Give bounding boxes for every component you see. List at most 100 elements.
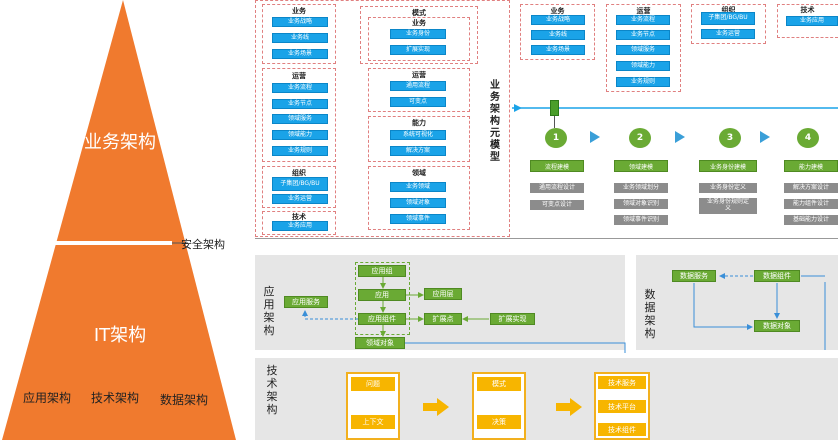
tr-node: 业务节点	[616, 30, 670, 40]
meta-col1-group-operations	[262, 68, 336, 162]
meta-node: 业务流程	[272, 83, 328, 93]
meta-node: 业务规则	[272, 146, 328, 156]
step-head-2: 领域建模	[614, 160, 668, 172]
meta-model-vertical-title: 业务架构元模型	[490, 80, 500, 163]
tech-problem-node: 问题	[351, 377, 395, 391]
meta-node: 业务线	[272, 33, 328, 43]
data-arch-title: 数据架构	[644, 288, 656, 340]
meta-node: 领域事件	[390, 214, 446, 224]
meta-col2-operations-title: 运营	[412, 71, 426, 79]
step-item: 业务身份规则定义	[699, 198, 757, 214]
meta-node: 业务节点	[272, 99, 328, 109]
meta-node: 业务应用	[272, 221, 328, 231]
meta-node: 业务运营	[272, 194, 328, 204]
tr-group-operations	[606, 4, 681, 92]
tech-arrow-2	[556, 398, 582, 420]
step-item: 基础能力设计	[784, 215, 838, 225]
tech-output-node: 技术组件	[598, 423, 646, 436]
meta-node: 领域能力	[272, 130, 328, 140]
meta-col2-group-domain	[368, 166, 470, 230]
tech-arch-panel	[255, 358, 838, 440]
tr-node: 业务线	[531, 30, 585, 40]
step-item: 能力组件设计	[784, 199, 838, 209]
app-node: 应用	[358, 289, 406, 301]
meta-col1-group-org	[262, 166, 336, 208]
meta-col1-group-business	[262, 4, 336, 64]
steps-connector-stem	[554, 116, 555, 128]
pyramid-tech-arch-label: 技术架构	[90, 390, 139, 405]
step-item: 通用流程设计	[530, 183, 584, 193]
steps-connector-marker	[550, 100, 559, 116]
meta-node: 领域服务	[272, 114, 328, 124]
meta-col2-group-capability	[368, 116, 470, 162]
meta-col1-org-title: 组织	[292, 169, 306, 177]
app-group-node: 应用组	[358, 265, 406, 277]
step-item: 解决方案设计	[784, 183, 838, 193]
pyramid-data-arch-label: 数据架构	[159, 392, 208, 407]
meta-col2-group-operations	[368, 68, 470, 112]
meta-node: 系统可视化	[390, 130, 446, 140]
steps-connector	[512, 104, 838, 143]
step-item: 领域事件识别	[614, 215, 668, 225]
tr-node: 领域能力	[616, 61, 670, 71]
app-arch-connectors	[302, 277, 626, 353]
data-arch-connectors	[693, 273, 826, 350]
step-item: 可变点设计	[530, 200, 584, 210]
tr-operations-title: 运营	[636, 7, 651, 15]
step-item: 业务身份定义	[699, 183, 757, 193]
meta-col1-business-title: 业务	[292, 7, 306, 15]
step-circle-3: 3	[719, 128, 741, 148]
tr-node: 业务场景	[531, 45, 585, 55]
meta-col1-operations-title: 运营	[292, 72, 306, 80]
meta-node: 通用流程	[390, 81, 446, 91]
ext-impl-node: 扩展实现	[490, 313, 535, 325]
tr-node: 子集团/BG/BU	[701, 12, 755, 25]
tr-group-org	[691, 4, 766, 44]
meta-model-panel	[255, 0, 510, 237]
meta-col2-subgroup-business	[368, 17, 470, 61]
pyramid: 业务架构 IT架构 应用架构 技术架构 数据架构	[0, 0, 240, 440]
meta-node: 业务身份	[390, 29, 446, 39]
step-head-4: 能力建模	[784, 160, 838, 172]
tr-node: 业务运营	[701, 29, 755, 39]
tr-node: 领域服务	[616, 45, 670, 55]
step-item: 业务领域划分	[614, 183, 668, 193]
pyramid-app-arch-label: 应用架构	[22, 390, 71, 405]
tr-group-business	[520, 4, 595, 60]
security-arch-label: 安全架构	[181, 238, 225, 251]
step-item: 领域对象识别	[614, 199, 668, 209]
meta-col2-domain-title: 领域	[412, 169, 426, 177]
step-circle-1: 1	[545, 128, 567, 148]
meta-node: 扩展实现	[390, 45, 446, 55]
meta-node: 可变点	[390, 97, 446, 107]
meta-col1-group-tech	[262, 211, 336, 235]
tech-arrow-1	[423, 398, 449, 420]
tech-output-node: 技术平台	[598, 400, 646, 413]
domain-object-node: 领域对象	[355, 337, 405, 349]
pyramid-shape	[2, 0, 236, 440]
step-circle-4: 4	[797, 128, 819, 148]
tr-business-title: 业务	[550, 7, 565, 15]
meta-col2-capability-title: 能力	[412, 119, 426, 127]
step-head-3: 业务身份建模	[699, 160, 757, 172]
ext-point-node: 扩展点	[424, 313, 462, 325]
tech-decision-node: 决策	[477, 415, 521, 429]
step-head-1: 流程建模	[530, 160, 584, 172]
data-arch-panel	[636, 255, 838, 350]
tr-node: 业务战略	[531, 15, 585, 25]
data-object-node: 数据对象	[754, 320, 800, 332]
meta-node: 领域对象	[390, 198, 446, 208]
meta-col2-pattern-sub-title: 业务	[412, 19, 426, 27]
meta-col1-tech-title: 技术	[292, 213, 306, 221]
data-component-node: 数据组件	[754, 270, 800, 282]
app-layer-node: 应用层	[424, 288, 462, 300]
tr-org-title: 组织	[721, 6, 736, 14]
tr-group-tech	[777, 4, 838, 38]
app-component-node: 应用组件	[358, 313, 406, 325]
meta-node: 业务领域	[390, 182, 446, 192]
meta-node: 业务场景	[272, 49, 328, 59]
step-circle-2: 2	[629, 128, 651, 148]
pyramid-it-label: IT架构	[93, 325, 147, 346]
meta-col2-pattern-title: 模式	[412, 9, 426, 17]
section-divider	[255, 238, 838, 239]
